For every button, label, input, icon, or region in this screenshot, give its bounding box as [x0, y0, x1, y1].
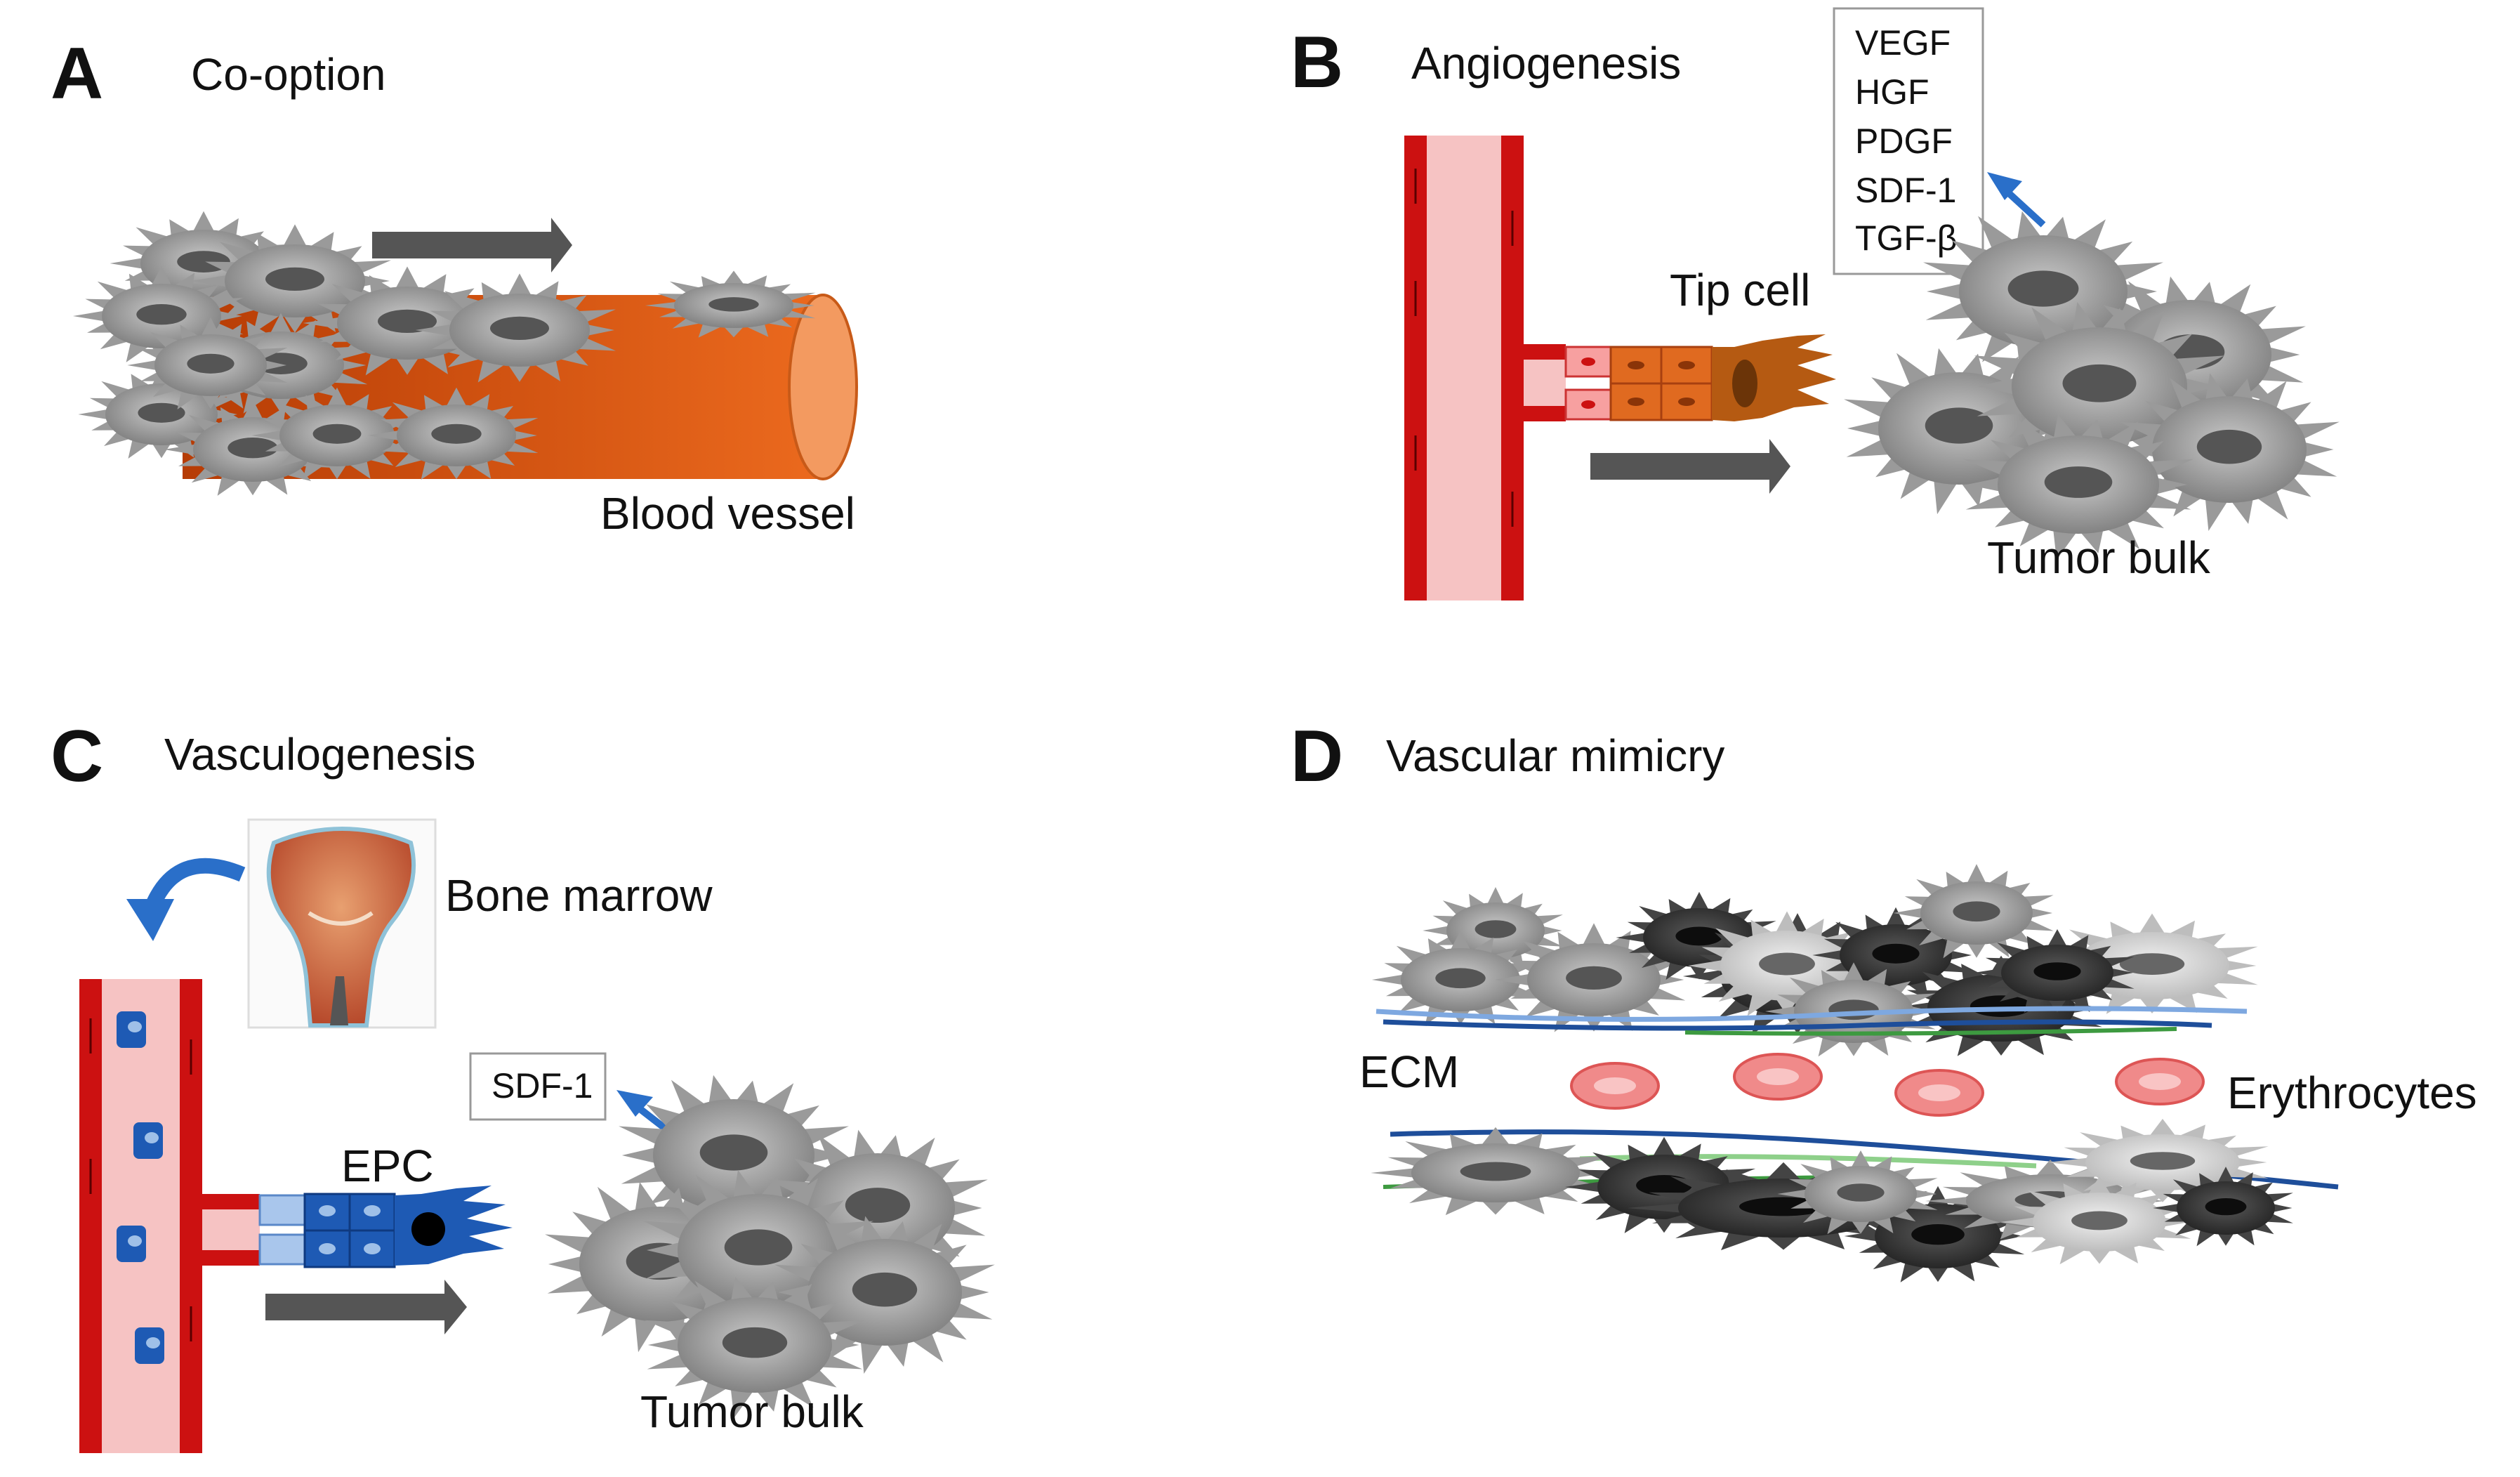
tumor-cell	[1777, 1150, 1938, 1235]
erythrocytes	[1570, 1053, 2205, 1117]
growth-factor-box: VEGF HGF PDGF SDF-1 TGF-β	[1833, 7, 1984, 275]
panel-b-title: Angiogenesis	[1411, 38, 1681, 88]
panel-d: D Vascular mimicry ECM Erythrocytes	[1291, 716, 2477, 1282]
sdf1-label: SDF-1	[492, 1066, 593, 1105]
tip-cell	[1712, 334, 1836, 421]
tumor-cell	[2119, 373, 2340, 531]
panel-a-title: Co-option	[191, 49, 386, 100]
tumor-cell	[2047, 1119, 2269, 1203]
sdf1-box: SDF-1	[469, 1052, 607, 1121]
vessel-c	[79, 979, 202, 1453]
factor-vegf: VEGF	[1855, 23, 1951, 63]
bone-marrow-label: Bone marrow	[445, 870, 713, 921]
sprouting-vessel-c	[202, 1193, 396, 1268]
panel-a: A Co-option Blood vessel	[51, 33, 858, 539]
tumor-cell	[2153, 1167, 2293, 1247]
factor-pdgf: PDGF	[1855, 122, 1953, 161]
epc-tip-cell	[395, 1186, 513, 1266]
tumor-cell	[645, 270, 816, 338]
tumor-cell	[774, 1216, 995, 1374]
tumor-cell	[415, 273, 616, 383]
tumor-cell	[1423, 887, 1563, 971]
panel-b-letter: B	[1291, 22, 1343, 103]
tumor-layer-bottom	[1371, 1119, 2293, 1282]
factor-tgfb: TGF-β	[1855, 218, 1957, 258]
panel-c-title: Vasculogenesis	[164, 729, 476, 780]
tumor-bulk-label-b: Tumor bulk	[1987, 532, 2211, 583]
sprouting-vessel	[1524, 344, 1713, 421]
tumor-cell	[645, 1276, 865, 1418]
tumor-bulk-c	[545, 1075, 995, 1418]
tumor-bulk-b	[1844, 211, 2340, 560]
angiogenesis-arrow	[1590, 439, 1790, 494]
tip-cell-label: Tip cell	[1670, 265, 1810, 315]
tumor-cell	[251, 387, 416, 480]
tumor-cell	[1371, 931, 1543, 1025]
panel-a-letter: A	[51, 33, 103, 114]
panel-c: C Vasculogenesis Bone marrow	[51, 716, 995, 1453]
tumor-cell	[643, 1169, 873, 1337]
tumor-cell	[1963, 414, 2194, 560]
bone-marrow-image	[247, 818, 437, 1029]
recruitment-arrow	[126, 858, 246, 941]
panel-d-title: Vascular mimicry	[1386, 730, 1724, 781]
tumor-cell	[1893, 864, 2054, 959]
tumor-cell	[1371, 1127, 1611, 1216]
parent-vessel	[1404, 136, 1524, 600]
factor-hgf: HGF	[1855, 72, 1929, 112]
panel-c-letter: C	[51, 716, 103, 797]
tumor-cell	[2000, 1176, 2191, 1265]
secretion-arrow-b	[1987, 172, 2046, 228]
tumor-cell	[127, 317, 288, 409]
blood-vessel-label: Blood vessel	[600, 488, 855, 539]
panel-d-letter: D	[1291, 716, 1343, 797]
vasculogenesis-arrow	[265, 1280, 467, 1334]
panel-b: B Angiogenesis	[1291, 7, 2340, 600]
tumor-cell	[367, 387, 539, 480]
tumor-cells-cluster-a	[72, 211, 816, 496]
tumor-cell	[1974, 929, 2135, 1013]
erythrocytes-label: Erythrocytes	[2227, 1068, 2477, 1118]
circulating-epcs	[117, 1011, 164, 1364]
ecm-label: ECM	[1359, 1046, 1459, 1097]
tumor-cell	[1974, 302, 2225, 477]
factor-sdf1: SDF-1	[1855, 171, 1956, 210]
co-option-arrow	[372, 218, 572, 273]
epc-label: EPC	[341, 1141, 434, 1191]
tumor-bulk-label-c: Tumor bulk	[640, 1386, 864, 1437]
